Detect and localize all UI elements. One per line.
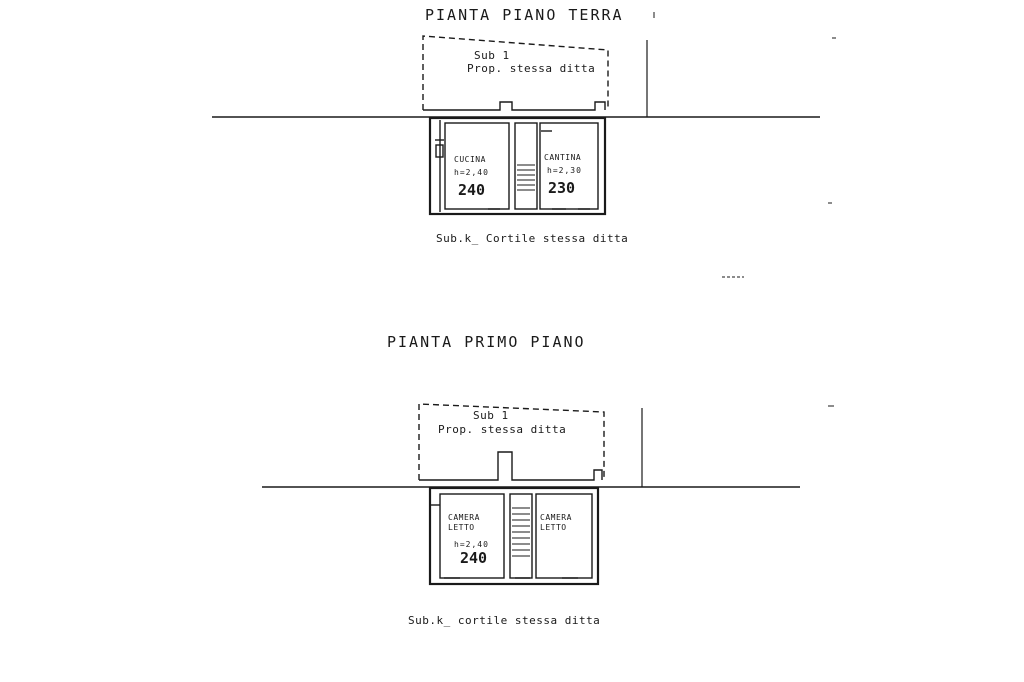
first-bedroom-left-height: h=2,40 [454, 540, 489, 549]
first-bedroom-left-dim: 240 [460, 549, 488, 567]
ground-kitchen-name: CUCINA [454, 155, 486, 164]
ground-cellar-room [539, 122, 599, 210]
first-building-outline [428, 486, 600, 586]
ground-cellar-height: h=2,30 [547, 166, 582, 175]
first-bedroom-right [535, 493, 593, 579]
ground-floor-title: PIANTA PIANO TERRA [425, 6, 624, 24]
first-footer-note: Sub.k_ cortile stessa ditta [408, 614, 601, 627]
ground-kitchen-dim: 240 [458, 181, 486, 199]
first-stair-zone [509, 493, 533, 579]
first-sub1-dashed-outline [418, 403, 605, 480]
ground-sub1-label: Sub 1 [474, 49, 510, 62]
ground-sub1-owner: Prop. stessa ditta [467, 62, 596, 75]
first-stair-treads [512, 507, 530, 557]
first-sub1-owner: Prop. stessa ditta [438, 423, 567, 436]
ground-sub1-base [423, 101, 606, 111]
first-floor-title: PIANTA PRIMO PIANO [387, 333, 586, 351]
ground-footer-note: Sub.k_ Cortile stessa ditta [436, 232, 629, 245]
first-floor-plan [262, 403, 800, 586]
scan-marks [653, 12, 836, 407]
ground-floor-plan [212, 35, 820, 216]
ground-cellar-dim: 230 [548, 179, 576, 197]
ground-kitchen-height: h=2,40 [454, 168, 489, 177]
first-sub1-base [419, 451, 603, 481]
first-sub1-label: Sub 1 [473, 409, 509, 422]
ground-building-outline [428, 116, 607, 216]
ground-stair-zone [514, 122, 538, 210]
ground-cellar-name: CANTINA [544, 153, 582, 162]
ground-stair-treads [517, 164, 535, 191]
first-bedroom-left [439, 493, 505, 579]
ground-kitchen-room [444, 122, 510, 210]
first-bedroom-left-name: CAMERA LETTO [448, 513, 480, 532]
first-bedroom-right-name: CAMERA LETTO [540, 513, 572, 532]
